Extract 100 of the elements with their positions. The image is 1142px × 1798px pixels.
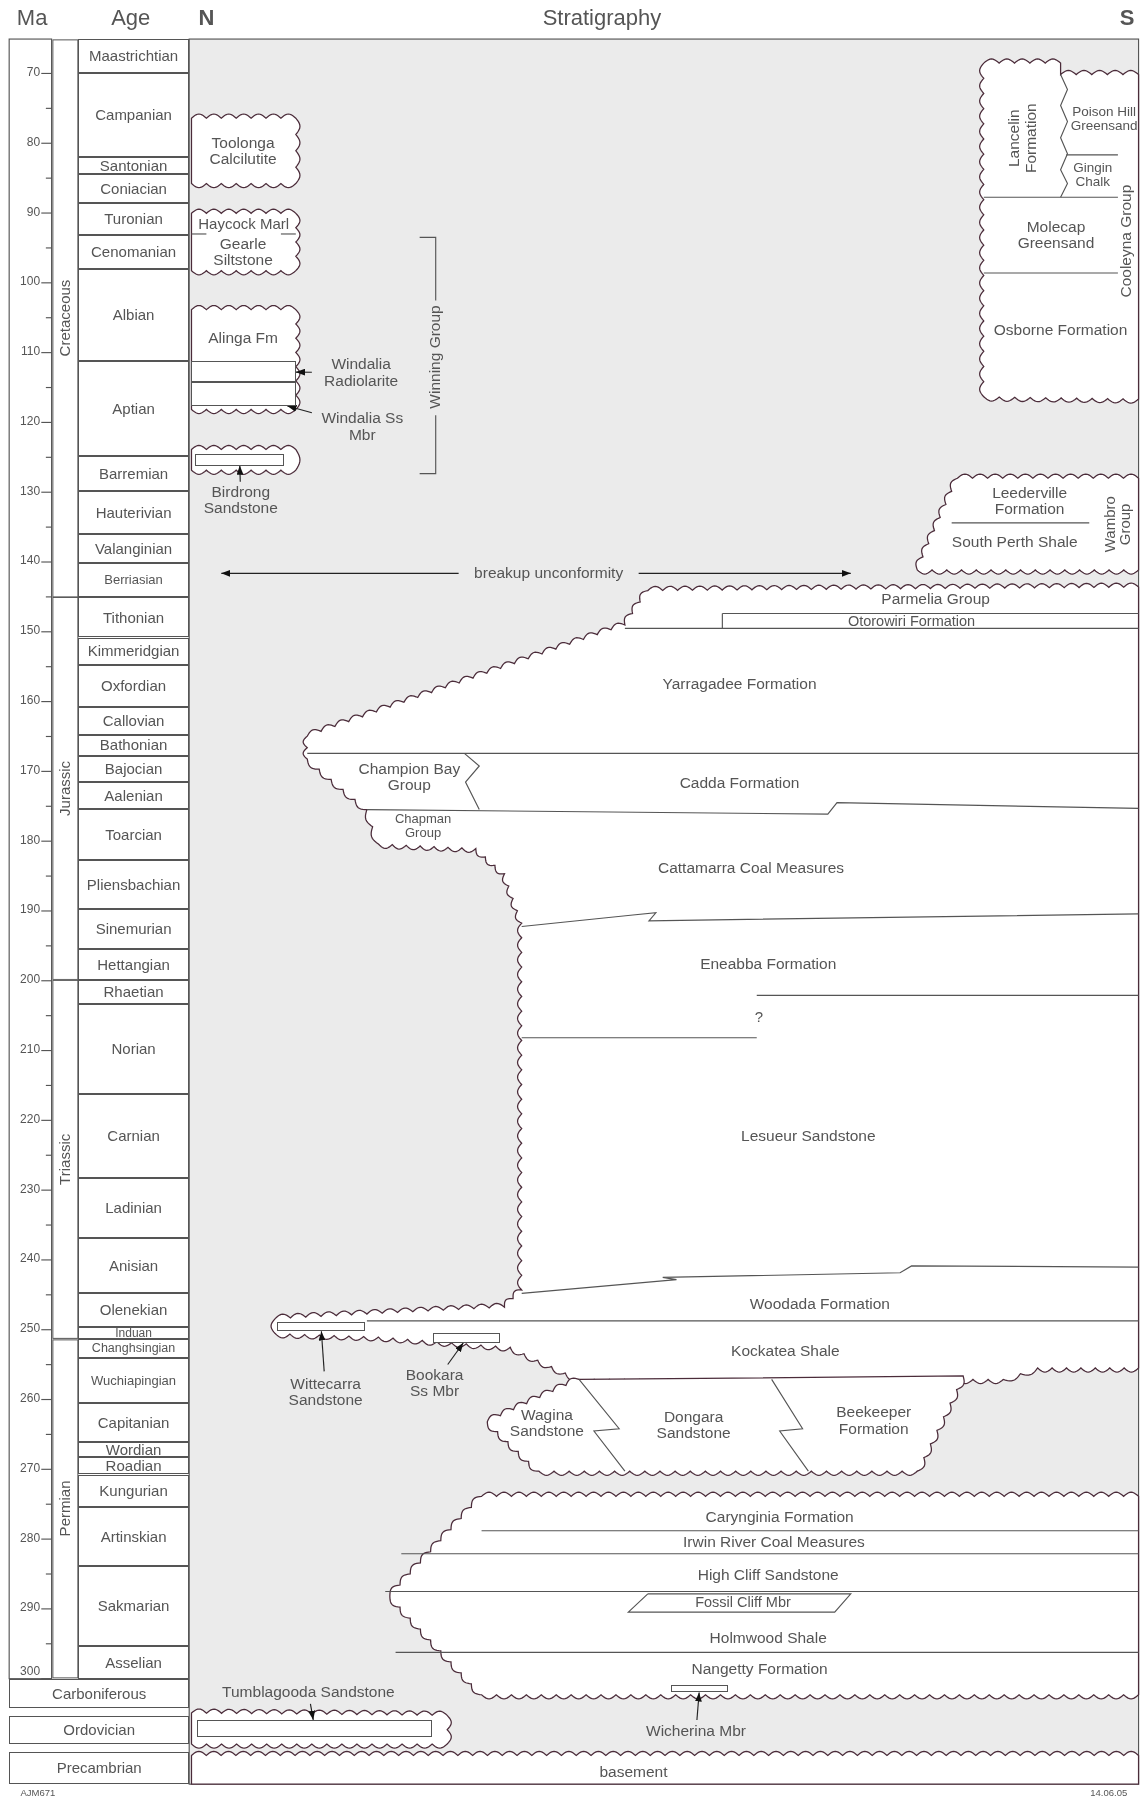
axis-title: Ma (15, 3, 49, 32)
stage-box: Norian (77, 1004, 190, 1094)
unit-label: Gearle Siltstone (197, 235, 289, 270)
stage-box: Turonian (77, 202, 190, 236)
tick-label: 270 (19, 1461, 41, 1475)
stage-box: Toarcian (77, 809, 190, 860)
stage-box: Coniacian (77, 174, 190, 203)
stage-box: Aptian (77, 361, 190, 457)
stage-box: Sinemurian (77, 909, 190, 950)
tick-label: 280 (19, 1531, 41, 1545)
stage-box: Asselian (77, 1646, 190, 1679)
tick-label: 130 (19, 484, 41, 498)
tick-label: 70 (25, 65, 41, 80)
leader-line (295, 368, 313, 376)
stage-box: Capitanian (77, 1403, 190, 1443)
tick-label: 200 (19, 972, 41, 987)
period-box: Permian (51, 1339, 78, 1679)
period-box: Triassic (51, 980, 78, 1340)
bracket-label: Winning Group (425, 305, 445, 412)
stage-box: Ladinian (77, 1177, 190, 1239)
unit-label: Lancelin Formation (995, 82, 1051, 193)
unit-label: Wagina Sandstone (496, 1403, 598, 1443)
unit-label: Parmelia Group (843, 589, 1028, 609)
tick-label: 230 (19, 1182, 41, 1196)
stage-box: Tithonian (77, 597, 190, 638)
unit-label: Chapman Group (378, 811, 468, 841)
tick-label: 90 (25, 204, 41, 219)
stage-box: Callovian (77, 707, 190, 735)
tick-label: 250 (19, 1321, 41, 1336)
tick-label: 240 (19, 1251, 41, 1266)
tick-label: 100 (19, 274, 41, 289)
period-box: Jurassic (51, 597, 78, 981)
unit-label: Haycock Marl (191, 214, 296, 233)
unit-label: Nangetty Formation (653, 1656, 866, 1683)
annotation: breakup unconformity (473, 563, 625, 584)
unit-label: basement (567, 1762, 700, 1783)
stage-box: Maastrichtian (77, 38, 190, 74)
stage-box: Bajocian (77, 755, 190, 782)
stage-box: Sakmarian (77, 1566, 190, 1647)
unit-label: Holmwood Shale (676, 1625, 860, 1652)
leader-line (286, 405, 313, 414)
stage-box: Oxfordian (77, 665, 190, 708)
axis-title: Age (110, 3, 152, 32)
chart-title: Stratigraphy (541, 3, 663, 32)
unit-label: Wambro Group (1098, 483, 1138, 565)
unit-label: South Perth Shale (931, 530, 1099, 554)
rock-unit-band (191, 361, 296, 382)
stage-box: Valanginian (77, 534, 190, 563)
stage-box: Barremian (77, 456, 190, 491)
period-box: Ordovician (9, 1716, 190, 1744)
unit-label: Windalia Radiolarite (311, 354, 411, 391)
tick-label: 120 (19, 414, 41, 429)
tick-label: 220 (19, 1112, 41, 1126)
leader-line (447, 1342, 464, 1366)
tick-label: 80 (25, 135, 41, 149)
period-box: Precambrian (9, 1751, 190, 1785)
unit-label: Champion Bay Group (353, 756, 466, 798)
tick-label: 300 (19, 1664, 41, 1679)
tick-label: 290 (19, 1600, 41, 1615)
stage-box: Kungurian (77, 1474, 190, 1507)
stage-box: Aalenian (77, 781, 190, 810)
stage-box: Hettangian (77, 949, 190, 981)
rock-unit-band (670, 1685, 729, 1693)
unit-label: Woodada Formation (699, 1293, 941, 1314)
stage-box: Pliensbachian (77, 859, 190, 910)
unit-label: Leederville Formation (960, 481, 1099, 521)
unit-label: Kockatea Shale (687, 1339, 883, 1363)
direction-label: S (1118, 3, 1136, 32)
stage-box: Artinskian (77, 1506, 190, 1567)
stage-box: Albian (77, 269, 190, 362)
unit-label: Beekeeper Formation (806, 1401, 942, 1441)
tick-label: 110 (20, 344, 41, 359)
rock-unit-band (191, 381, 296, 406)
unit-label: Windalia Ss Mbr (311, 408, 413, 445)
stage-box: Carnian (77, 1093, 190, 1178)
rock-unit-band (433, 1333, 500, 1343)
rock-unit-band (194, 454, 285, 466)
tick-label: 190 (19, 902, 41, 917)
unit-label: Lesueur Sandstone (699, 1123, 918, 1149)
query-mark: ? (753, 1007, 765, 1028)
period-box: Carboniferous (9, 1678, 190, 1709)
unit-label: Yarragadee Formation (607, 670, 872, 699)
stage-box: Kimmeridgian (77, 637, 190, 665)
unit-label: High Cliff Sandstone (665, 1563, 872, 1587)
tick-label: 210 (19, 1042, 41, 1057)
figure-code: AJM671 (19, 1787, 57, 1798)
stage-box: Anisian (77, 1238, 190, 1294)
date-label: 14.06.05 (1089, 1787, 1129, 1798)
unit-label: Birdrong Sandstone (190, 481, 292, 519)
tick-label: 260 (19, 1391, 41, 1406)
tick-label: 150 (19, 623, 41, 638)
stage-box: Wuchiapingian (77, 1357, 190, 1404)
leader-line (694, 1691, 702, 1721)
stage-box: Roadian (77, 1457, 190, 1475)
leader-line (308, 1703, 316, 1721)
tick-label: 160 (19, 693, 41, 708)
unit-label: Bookara Ss Mbr (396, 1364, 473, 1402)
unit-label: Cadda Formation (630, 770, 849, 796)
unit-label: Poison Hill Greensand (1069, 89, 1139, 150)
leader-line (236, 465, 244, 483)
